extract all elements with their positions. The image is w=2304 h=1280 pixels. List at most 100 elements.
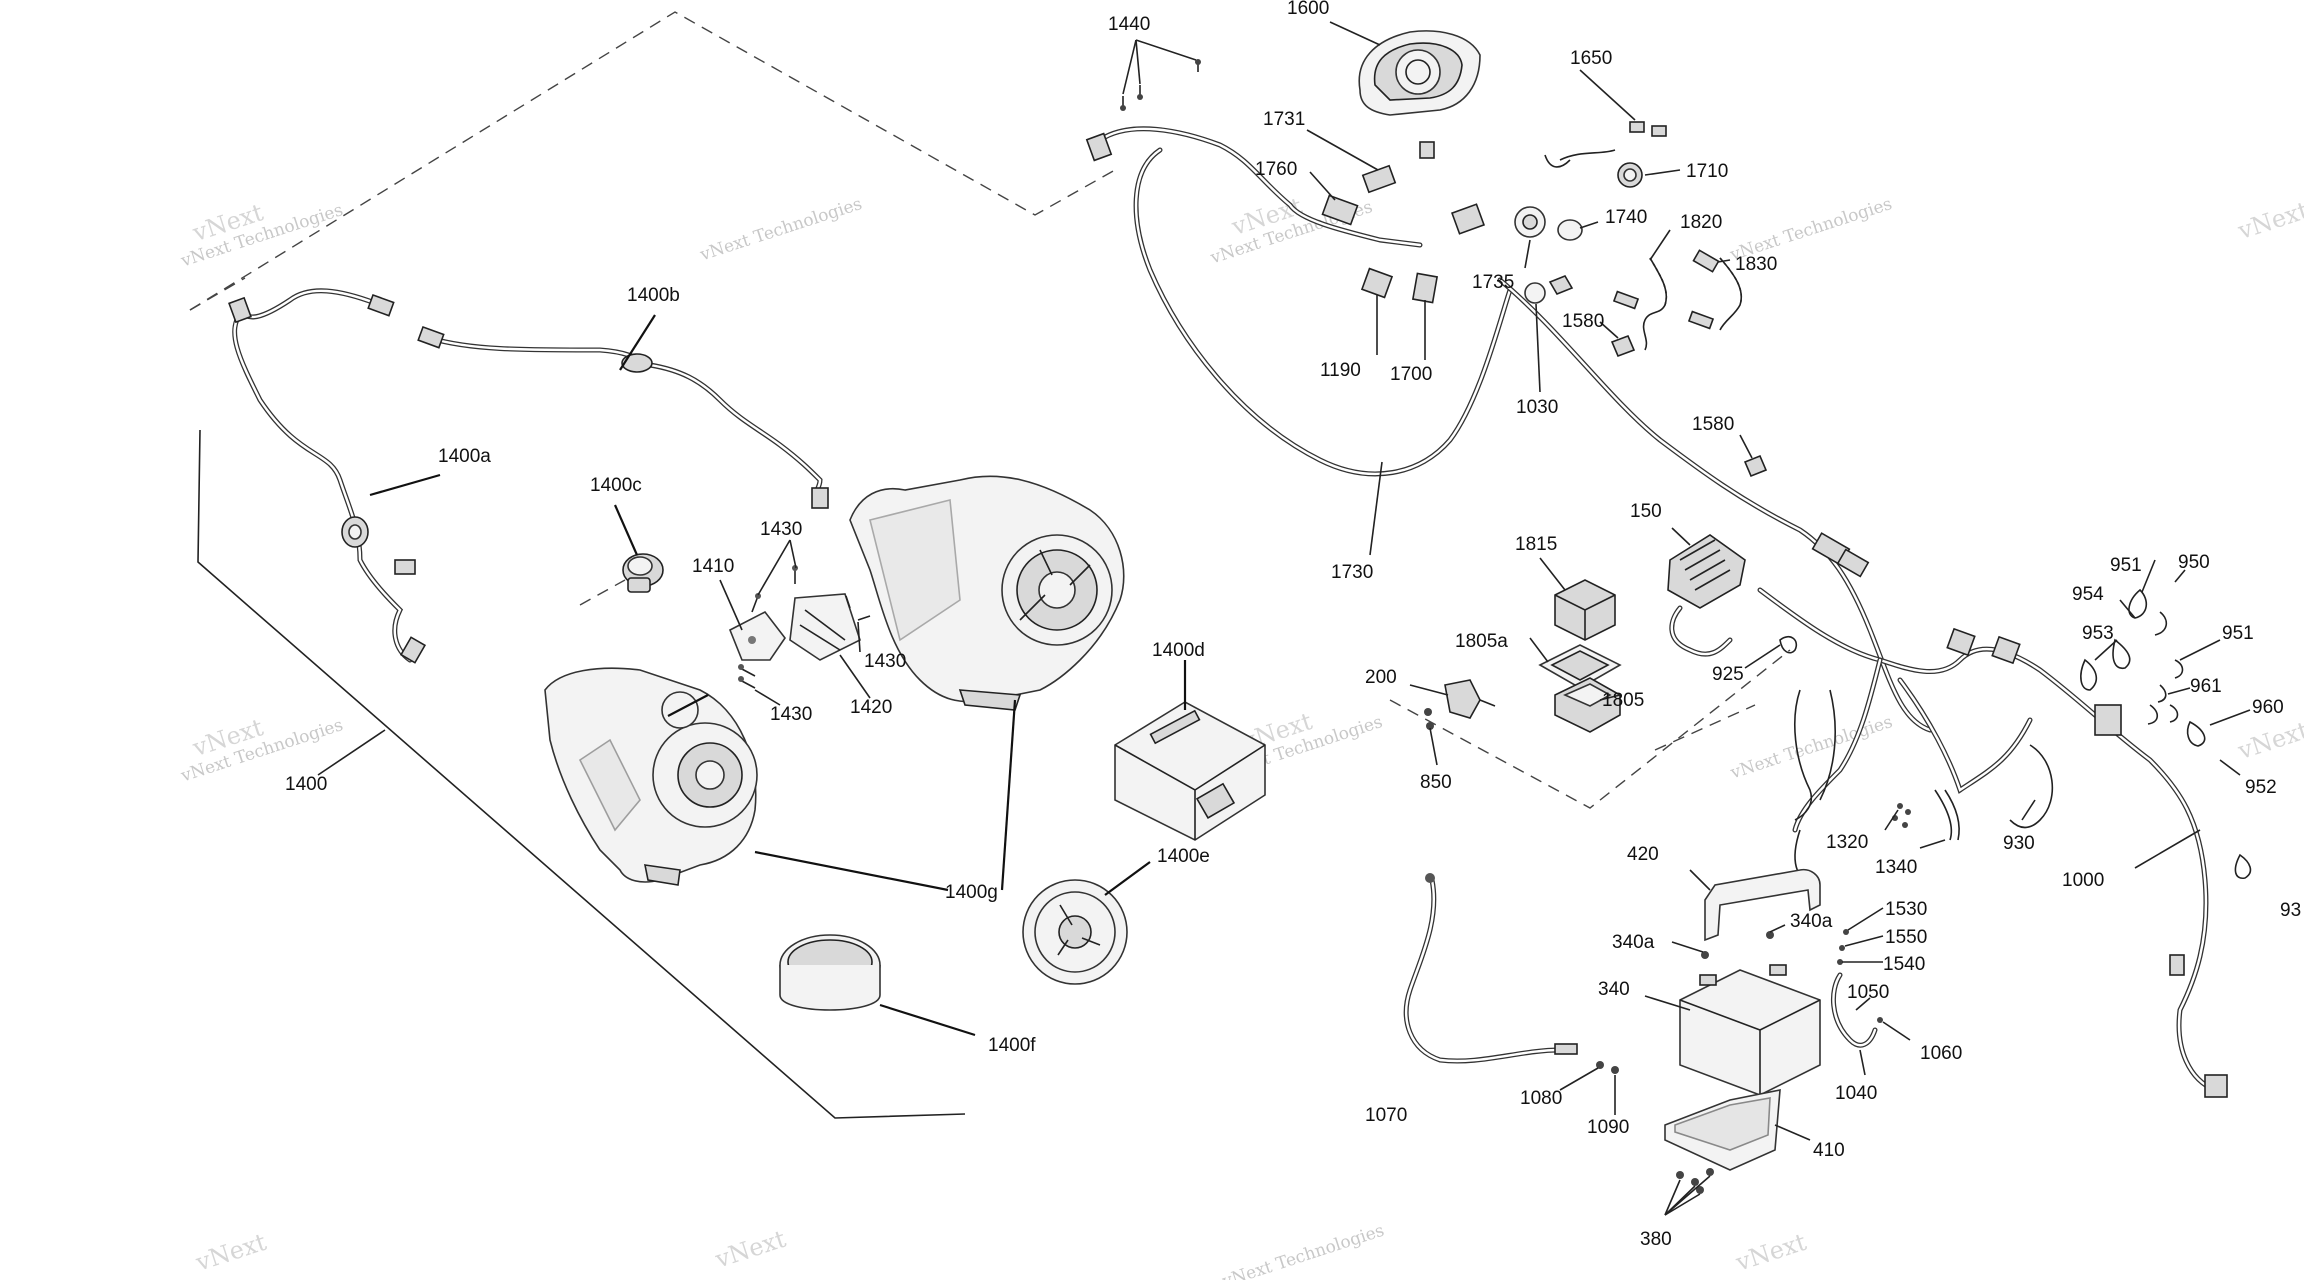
label-1420: 1420 xyxy=(850,697,892,718)
part-1400c-knob xyxy=(622,553,664,593)
harness-1400b xyxy=(417,325,829,509)
label-850: 850 xyxy=(1420,772,1452,793)
dashed-outline-1400c xyxy=(579,579,626,606)
part-150-regulator xyxy=(1667,534,1746,657)
label-150: 150 xyxy=(1630,501,1662,522)
label-1400a: 1400a xyxy=(438,446,491,467)
label-951-lower: 951 xyxy=(2222,623,2254,644)
label-1580-upper: 1580 xyxy=(1562,311,1604,332)
label-1805a: 1805a xyxy=(1455,631,1508,652)
connector-icon xyxy=(417,325,445,349)
harness-1400a xyxy=(228,288,427,664)
harness-1000 xyxy=(1757,587,2228,1098)
label-1090: 1090 xyxy=(1587,1117,1629,1138)
label-961: 961 xyxy=(2190,676,2222,697)
label-1410: 1410 xyxy=(692,556,734,577)
connector-icon xyxy=(367,293,395,317)
label-1710: 1710 xyxy=(1686,161,1728,182)
connector-icon xyxy=(2169,954,2185,976)
part-1731-connector xyxy=(1419,141,1435,159)
label-1400b: 1400b xyxy=(627,285,680,306)
part-1580 xyxy=(1548,275,1574,295)
label-200: 200 xyxy=(1365,667,1397,688)
part-1070-cable xyxy=(1403,877,1563,1064)
part-200-sensor xyxy=(1444,679,1496,719)
label-340: 340 xyxy=(1598,979,1630,1000)
part-1760 xyxy=(1321,194,1359,226)
part-340-battery xyxy=(1679,964,1821,1096)
watermark-small: vNext xyxy=(711,1225,789,1274)
label-93: 93 xyxy=(2280,900,2301,921)
part-1700 xyxy=(1411,272,1439,304)
label-1400: 1400 xyxy=(285,774,327,795)
part-1805a-gasket xyxy=(1538,644,1622,689)
label-1760: 1760 xyxy=(1255,159,1297,180)
dashed-outline-ground xyxy=(1654,704,1756,751)
label-410: 410 xyxy=(1813,1140,1845,1161)
part-1030 xyxy=(1524,282,1546,304)
label-1400c: 1400c xyxy=(590,475,642,496)
label-420: 420 xyxy=(1627,844,1659,865)
connector-icon xyxy=(2094,704,2122,736)
label-1400e: 1400e xyxy=(1157,846,1210,867)
label-1050: 1050 xyxy=(1847,982,1889,1003)
label-380: 380 xyxy=(1640,1229,1672,1250)
connector-icon xyxy=(394,559,416,575)
connector-icon xyxy=(1946,627,1976,657)
watermark-small: vNext xyxy=(2234,716,2304,765)
part-1400f-trim-ring xyxy=(779,934,881,1011)
label-954: 954 xyxy=(2072,584,2104,605)
connector-icon xyxy=(2204,1074,2228,1098)
harness-1730 xyxy=(1085,126,1933,733)
label-340a-left: 340a xyxy=(1612,932,1655,953)
watermark-small: vNext xyxy=(1732,1228,1810,1277)
watermark-small: vNext xyxy=(192,1228,270,1277)
label-1550: 1550 xyxy=(1885,927,1927,948)
label-925: 925 xyxy=(1712,664,1744,685)
small-parts-top xyxy=(1321,121,1768,478)
outline-1400-bracket xyxy=(197,429,966,1119)
leader-lines xyxy=(317,21,2251,1216)
label-1815: 1815 xyxy=(1515,534,1557,555)
connector-icon xyxy=(228,296,252,324)
label-960: 960 xyxy=(2252,697,2284,718)
part-1731 xyxy=(1361,164,1397,194)
watermark-text: vNext Technologies xyxy=(1219,1221,1387,1280)
connector-icon xyxy=(399,636,427,664)
screws-850 xyxy=(1424,708,1434,730)
watermark-text: vNext Technologies xyxy=(1727,712,1895,784)
screws-380 xyxy=(1676,1168,1714,1194)
label-1400g: 1400g xyxy=(945,882,998,903)
label-1430-top: 1430 xyxy=(760,519,802,540)
harness-1730-loop xyxy=(1133,147,1513,477)
screws-340a xyxy=(1701,931,1774,959)
part-1400d-module xyxy=(1114,701,1266,841)
assembly-outlines xyxy=(189,11,1791,1119)
nuts-1080-1090 xyxy=(1596,1061,1619,1074)
dashed-outline-left xyxy=(189,277,246,311)
part-93-clip xyxy=(2234,853,2252,879)
label-1430-bottom: 1430 xyxy=(770,704,812,725)
label-1400f: 1400f xyxy=(988,1035,1036,1056)
part-1400e-speaker xyxy=(1022,879,1128,985)
connector-icon xyxy=(1991,635,2021,665)
screws-1430 xyxy=(738,565,871,689)
part-1400g-pod-right xyxy=(849,475,1125,711)
label-953: 953 xyxy=(2082,623,2114,644)
connector-icon xyxy=(811,487,829,509)
part-1815-relay xyxy=(1554,579,1616,641)
label-1820: 1820 xyxy=(1680,212,1722,233)
label-930: 930 xyxy=(2003,833,2035,854)
part-410-tray xyxy=(1664,1089,1781,1171)
label-1540: 1540 xyxy=(1883,954,1925,975)
label-1430-right: 1430 xyxy=(864,651,906,672)
label-1730: 1730 xyxy=(1331,562,1373,583)
label-1190: 1190 xyxy=(1320,360,1361,381)
part-1650 xyxy=(1629,121,1645,133)
dashed-outline-upper xyxy=(189,11,1116,311)
label-1400d: 1400d xyxy=(1152,640,1205,661)
label-1340: 1340 xyxy=(1875,857,1917,878)
label-1731: 1731 xyxy=(1263,109,1305,130)
part-1805-base xyxy=(1554,677,1621,733)
